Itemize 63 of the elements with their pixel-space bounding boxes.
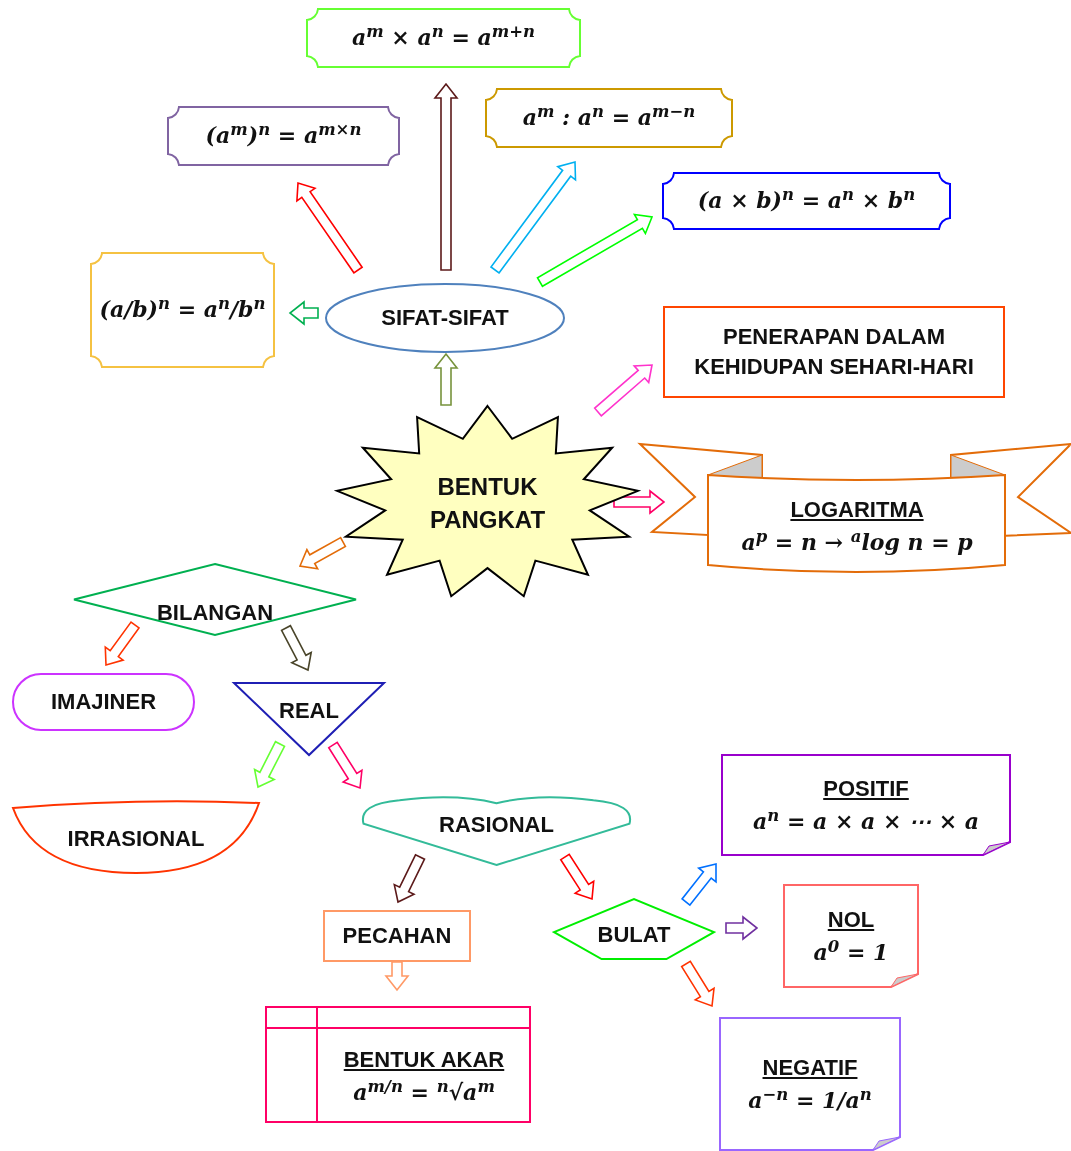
decision-diamond [73, 563, 357, 636]
node-label: REAL [279, 696, 339, 725]
half-moon-shape [12, 802, 260, 874]
formula-plaque [485, 88, 733, 148]
block-arrow [327, 741, 363, 790]
block-arrow [536, 213, 654, 288]
block-arrow [433, 352, 459, 406]
block-arrow [393, 853, 426, 904]
block-arrow [613, 489, 666, 515]
node-label: BENTUK AKAR [343, 1045, 505, 1074]
block-arrow [559, 853, 595, 901]
formula-plaque [662, 172, 951, 230]
block-arrow [593, 364, 653, 417]
formula: (a/b)$^{n}$ = a$^{n}$/b$^{n}$ [99, 296, 266, 324]
formula-plaque [167, 106, 400, 166]
node-label: BULAT [597, 920, 671, 949]
formula: a$^{0}$ = 1 [813, 939, 889, 967]
text-box [663, 306, 1005, 398]
node-label: LOGARITMA [790, 496, 924, 525]
table-box [265, 1006, 531, 1123]
node-label: RASIONAL [439, 810, 554, 839]
note-box [719, 1017, 901, 1151]
node-label: IRRASIONAL [67, 824, 205, 853]
node-label: NOL [827, 906, 875, 935]
formula-plaque [90, 252, 275, 368]
block-arrow [433, 82, 459, 271]
block-arrow [489, 160, 577, 275]
node-label: SIFAT-SIFAT [381, 303, 509, 332]
block-arrow [296, 181, 364, 274]
formula: a$^{−n}$ = 1/a$^{n}$ [748, 1087, 872, 1115]
block-arrow [680, 863, 717, 907]
node-label: PECAHAN [342, 921, 452, 950]
node-label: BILANGAN [156, 599, 274, 628]
node-label: IMAJINER [50, 687, 157, 716]
formula: (a × b)$^{n}$ = a$^{n}$ × b$^{n}$ [697, 187, 916, 215]
triangle-shape [233, 682, 385, 756]
formula: a$^{p}$ = n → $^{a}$log n = p [741, 529, 973, 557]
block-arrow [384, 961, 410, 992]
text-box [323, 910, 471, 962]
formula: a$^{m}$ × a$^{n}$ = a$^{m+n}$ [351, 24, 535, 52]
ribbon-banner [640, 443, 1071, 575]
starburst-shape [335, 405, 640, 600]
block-arrow [288, 300, 319, 326]
formula: a$^{n}$ = a × a × ⋯ × a [752, 808, 979, 836]
formula-plaque [306, 8, 581, 68]
block-arrow [253, 740, 286, 789]
node-label: POSITIF [823, 775, 909, 804]
block-arrow [280, 624, 313, 672]
block-arrow [104, 621, 141, 667]
pentagon-shape [553, 898, 715, 960]
formula: a$^{m}$ : a$^{n}$ = a$^{m−n}$ [522, 104, 696, 132]
note-box [721, 754, 1011, 856]
node-label: NEGATIF [762, 1054, 858, 1083]
node-label: PENERAPAN DALAM KEHIDUPAN SEHARI-HARI [693, 322, 975, 381]
ellipse-shape [325, 283, 565, 353]
note-box [783, 884, 919, 988]
block-arrow [298, 536, 347, 570]
block-arrow [725, 915, 759, 941]
node-label: BENTUK PANGKAT [428, 471, 547, 535]
rounded-box [12, 673, 195, 731]
formula: a$^{m/n}$ = $^{n}$√a$^{m}$ [353, 1078, 495, 1107]
block-arrow [680, 960, 715, 1008]
formula: (a$^{m}$)$^{n}$ = a$^{m×n}$ [205, 122, 362, 150]
